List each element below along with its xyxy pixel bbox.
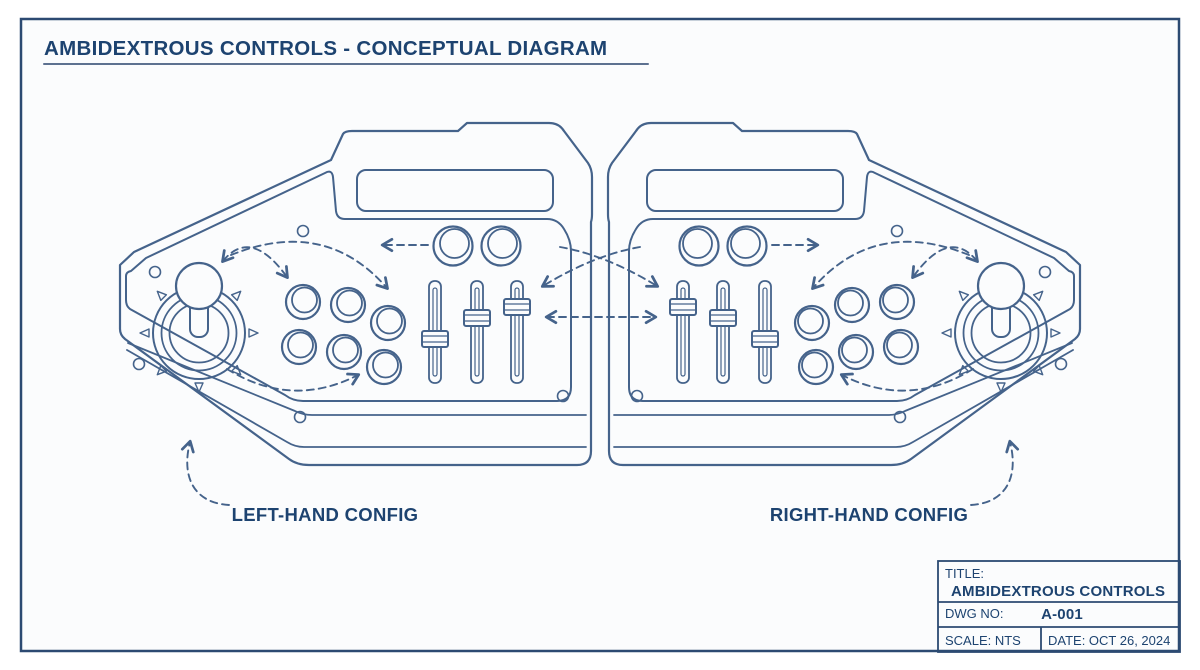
- slider-track: [510, 280, 524, 384]
- title-block-title-value: AMBIDEXTROUS CONTROLS: [951, 583, 1165, 600]
- slider-bank[interactable]: [421, 280, 531, 384]
- title-block-dividers: [938, 601, 1180, 652]
- screw-icon: [293, 410, 307, 424]
- slider-3[interactable]: [503, 280, 531, 384]
- action-button[interactable]: [284, 283, 322, 321]
- left-config-label: LEFT-HAND CONFIG: [232, 504, 419, 525]
- title-block-date: DATE: OCT 26, 2024: [1048, 633, 1170, 648]
- controller-shell-outline: [118, 121, 594, 467]
- screw-icon: [148, 265, 162, 279]
- screw-icon: [296, 224, 310, 238]
- joystick-ball-top[interactable]: [174, 261, 224, 311]
- control-panel-plate: [125, 170, 572, 402]
- joystick-to-far-button-arc: [230, 240, 389, 290]
- title-block: TITLE: AMBIDEXTROUS CONTROLS DWG NO: A-0…: [937, 560, 1181, 653]
- screw-icon: [556, 389, 570, 403]
- action-button[interactable]: [325, 333, 363, 371]
- page-title: AMBIDEXTROUS CONTROLS - CONCEPTUAL DIAGR…: [44, 37, 607, 60]
- center-mapping-arrows: [540, 246, 660, 325]
- right-config-label: RIGHT-HAND CONFIG: [770, 504, 968, 525]
- drawing-frame-border: [19, 17, 1181, 653]
- cross-arrow-left-to-right: [559, 246, 660, 288]
- action-button[interactable]: [280, 328, 318, 366]
- display-window: [356, 169, 554, 212]
- slider-handle[interactable]: [503, 298, 531, 316]
- action-button-cluster[interactable]: [280, 283, 407, 386]
- slider-handle[interactable]: [421, 330, 449, 348]
- slider-handle[interactable]: [463, 309, 491, 327]
- title-block-dwg-value: A-001: [1041, 606, 1083, 623]
- config-label-leader: [180, 439, 230, 506]
- title-block-scale: SCALE: NTS: [945, 633, 1021, 648]
- panel-screws: [132, 224, 570, 424]
- action-button[interactable]: [365, 348, 403, 386]
- top-button-pair[interactable]: [432, 225, 522, 267]
- title-block-border: [937, 560, 1181, 653]
- left-controller: [118, 121, 594, 506]
- screw-icon: [132, 357, 146, 371]
- joystick[interactable]: [139, 261, 259, 393]
- title-block-dwg-label: DWG NO:: [945, 606, 1004, 621]
- action-button[interactable]: [369, 304, 407, 342]
- title-block-title-label: TITLE:: [945, 566, 984, 581]
- mirror-annotation-arrows: [180, 237, 429, 506]
- slider-track: [470, 280, 484, 384]
- skirt-seam-upper: [127, 342, 587, 416]
- slider-2[interactable]: [463, 280, 491, 384]
- skirt-seam-lower: [126, 349, 587, 448]
- lower-swap-arc: [226, 368, 361, 392]
- cross-arrow-right-to-left: [540, 246, 641, 288]
- direction-indicator-triangles: [139, 290, 259, 393]
- slider-1[interactable]: [421, 280, 449, 384]
- action-button[interactable]: [329, 286, 367, 324]
